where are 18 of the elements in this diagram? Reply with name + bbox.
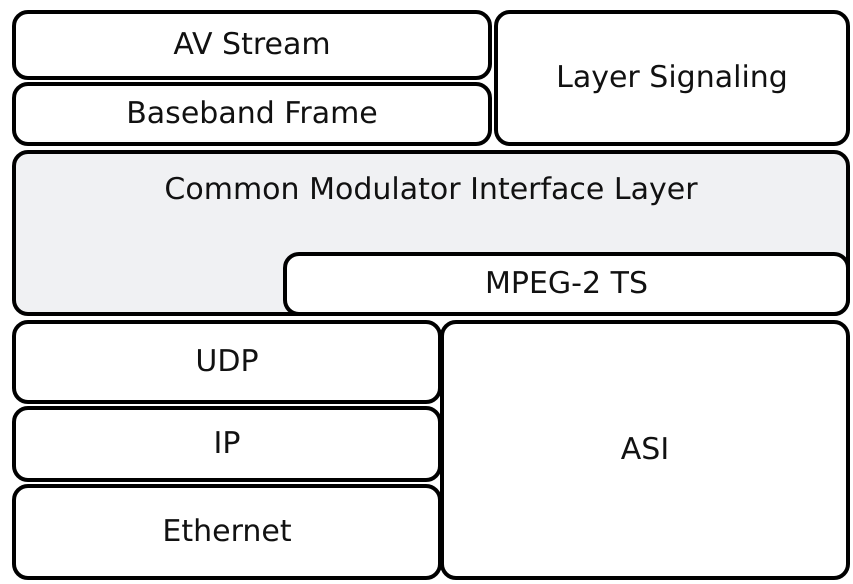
layer-box — [12, 82, 492, 146]
layer-label: IP — [212, 426, 242, 462]
layer-label: Layer Signaling — [555, 60, 789, 96]
layer-box — [283, 252, 850, 316]
layer-band — [12, 150, 850, 316]
layer-box — [12, 10, 492, 80]
layer-box — [12, 320, 442, 404]
layer-box — [12, 484, 442, 580]
layer-label: UDP — [194, 344, 260, 380]
layer-box — [494, 10, 850, 146]
layer-label: Baseband Frame — [125, 96, 379, 132]
layer-box — [12, 406, 442, 482]
layer-box — [440, 320, 850, 580]
layer-label: ASI — [620, 432, 670, 468]
layer-label: AV Stream — [172, 27, 332, 63]
layer-label: Common Modulator Interface Layer — [163, 172, 699, 208]
layer-label: MPEG-2 TS — [484, 266, 649, 302]
layer-label: Ethernet — [161, 514, 293, 550]
